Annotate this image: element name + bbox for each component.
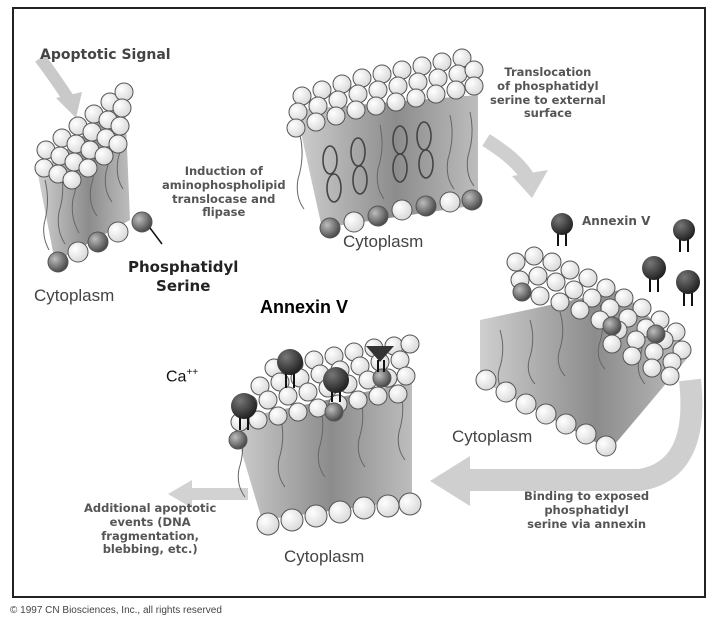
binding-line-2: phosphatidyl — [524, 504, 649, 518]
cytoplasm-label-1: Cytoplasm — [34, 287, 114, 305]
additional-line-4: blebbing, etc.) — [84, 543, 216, 557]
cytoplasm-label-2: Cytoplasm — [343, 233, 423, 251]
translocation-line-4: surface — [490, 107, 606, 121]
cytoplasm-label-4: Cytoplasm — [284, 548, 364, 566]
membrane-initial — [35, 83, 162, 272]
translocation-line-1: Translocation — [490, 66, 606, 80]
calcium-label: Ca++ — [166, 368, 198, 386]
translocation-line-2: of phosphatidyl — [490, 80, 606, 94]
additional-events-label: Additional apoptotic events (DNA fragmen… — [84, 502, 216, 557]
additional-line-3: fragmentation, — [84, 530, 216, 544]
membrane-annexin-bound — [229, 335, 421, 535]
translocation-line-3: serine to external — [490, 94, 606, 108]
apoptotic-signal-label: Apoptotic Signal — [40, 48, 171, 63]
additional-line-2: events (DNA — [84, 516, 216, 530]
induction-line-1: Induction of — [162, 165, 286, 179]
ps-line-1: Phosphatidyl — [128, 258, 238, 277]
binding-label: Binding to exposed phosphatidyl serine v… — [524, 490, 649, 531]
annexin-small-label: Annexin V — [582, 214, 650, 228]
induction-label: Induction of aminophospholipid transloca… — [162, 165, 286, 220]
binding-line-1: Binding to exposed — [524, 490, 649, 504]
phosphatidyl-serine-label: Phosphatidyl Serine — [128, 258, 238, 296]
arrow-apoptotic-signal — [40, 58, 82, 118]
induction-line-4: flipase — [162, 206, 286, 220]
copyright-credit: © 1997 CN Biosciences, Inc., all rights … — [10, 606, 222, 617]
binding-line-3: serine via annexin — [524, 518, 649, 532]
calcium-charge: ++ — [186, 367, 198, 378]
induction-line-3: translocase and — [162, 193, 286, 207]
arrow-translocation — [486, 140, 548, 198]
additional-line-1: Additional apoptotic — [84, 502, 216, 516]
induction-line-2: aminophospholipid — [162, 179, 286, 193]
cytoplasm-label-3: Cytoplasm — [452, 428, 532, 446]
membrane-translocation — [287, 49, 483, 238]
calcium-base: Ca — [166, 368, 186, 385]
annexin-title-label: Annexin V — [260, 298, 348, 317]
translocation-label: Translocation of phosphatidyl serine to … — [490, 66, 606, 121]
ps-line-2: Serine — [128, 277, 238, 296]
